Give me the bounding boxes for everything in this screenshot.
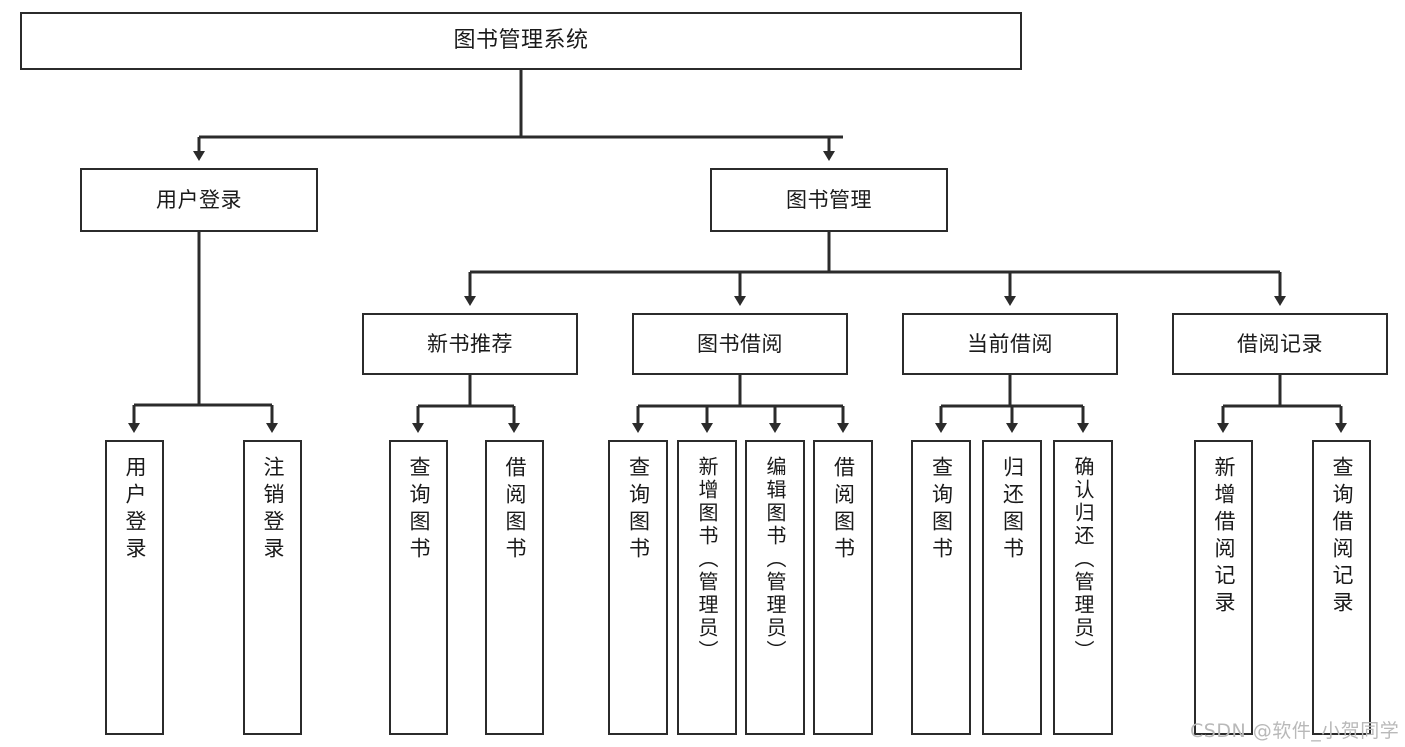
node-current-borrow-label: 当前借阅 <box>967 331 1053 356</box>
node-leaf-add-record-label: 新增借阅记录 <box>1212 456 1236 618</box>
node-leaf-borrow-book-1[interactable]: 借阅图书 <box>485 440 544 735</box>
node-leaf-query-book-2[interactable]: 查询图书 <box>608 440 668 735</box>
node-leaf-confirm-return[interactable]: 确认归还（管理员） <box>1053 440 1113 735</box>
node-leaf-query-book-3-label: 查询图书 <box>929 456 954 564</box>
node-leaf-add-book[interactable]: 新增图书（管理员） <box>677 440 737 735</box>
node-user-login-label: 用户登录 <box>156 187 242 212</box>
node-leaf-query-book-2-label: 查询图书 <box>626 456 651 564</box>
node-leaf-user-login[interactable]: 用户登录 <box>105 440 164 735</box>
node-borrow-record[interactable]: 借阅记录 <box>1172 313 1388 375</box>
node-root-label: 图书管理系统 <box>453 28 589 54</box>
node-leaf-borrow-book-1-label: 借阅图书 <box>503 456 527 564</box>
node-leaf-return-book-label: 归还图书 <box>1000 456 1025 564</box>
csdn-watermark: CSDN @软件_小贺同学 <box>1190 720 1400 742</box>
node-leaf-query-record-label: 查询借阅记录 <box>1330 456 1354 618</box>
node-leaf-edit-book[interactable]: 编辑图书（管理员） <box>745 440 805 735</box>
node-new-book-rec[interactable]: 新书推荐 <box>362 313 578 375</box>
node-leaf-edit-book-label: 编辑图书（管理员） <box>763 456 787 663</box>
node-leaf-query-book-1-label: 查询图书 <box>407 456 431 564</box>
node-leaf-query-book-1[interactable]: 查询图书 <box>389 440 448 735</box>
node-leaf-query-record[interactable]: 查询借阅记录 <box>1312 440 1371 735</box>
node-current-borrow[interactable]: 当前借阅 <box>902 313 1118 375</box>
node-leaf-add-record[interactable]: 新增借阅记录 <box>1194 440 1253 735</box>
node-root[interactable]: 图书管理系统 <box>20 12 1022 70</box>
node-leaf-logout[interactable]: 注销登录 <box>243 440 302 735</box>
node-leaf-user-login-label: 用户登录 <box>123 456 147 564</box>
node-book-borrow-label: 图书借阅 <box>697 331 783 356</box>
node-borrow-record-label: 借阅记录 <box>1237 331 1323 356</box>
node-user-login[interactable]: 用户登录 <box>80 168 318 232</box>
node-book-manage[interactable]: 图书管理 <box>710 168 948 232</box>
node-leaf-query-book-3[interactable]: 查询图书 <box>911 440 971 735</box>
node-leaf-logout-label: 注销登录 <box>261 456 285 564</box>
node-leaf-borrow-book-2[interactable]: 借阅图书 <box>813 440 873 735</box>
node-book-manage-label: 图书管理 <box>786 187 872 212</box>
node-leaf-confirm-return-label: 确认归还（管理员） <box>1071 456 1095 663</box>
node-new-book-rec-label: 新书推荐 <box>427 331 513 356</box>
node-leaf-borrow-book-2-label: 借阅图书 <box>831 456 856 564</box>
node-book-borrow[interactable]: 图书借阅 <box>632 313 848 375</box>
node-leaf-add-book-label: 新增图书（管理员） <box>695 456 719 663</box>
node-leaf-return-book[interactable]: 归还图书 <box>982 440 1042 735</box>
